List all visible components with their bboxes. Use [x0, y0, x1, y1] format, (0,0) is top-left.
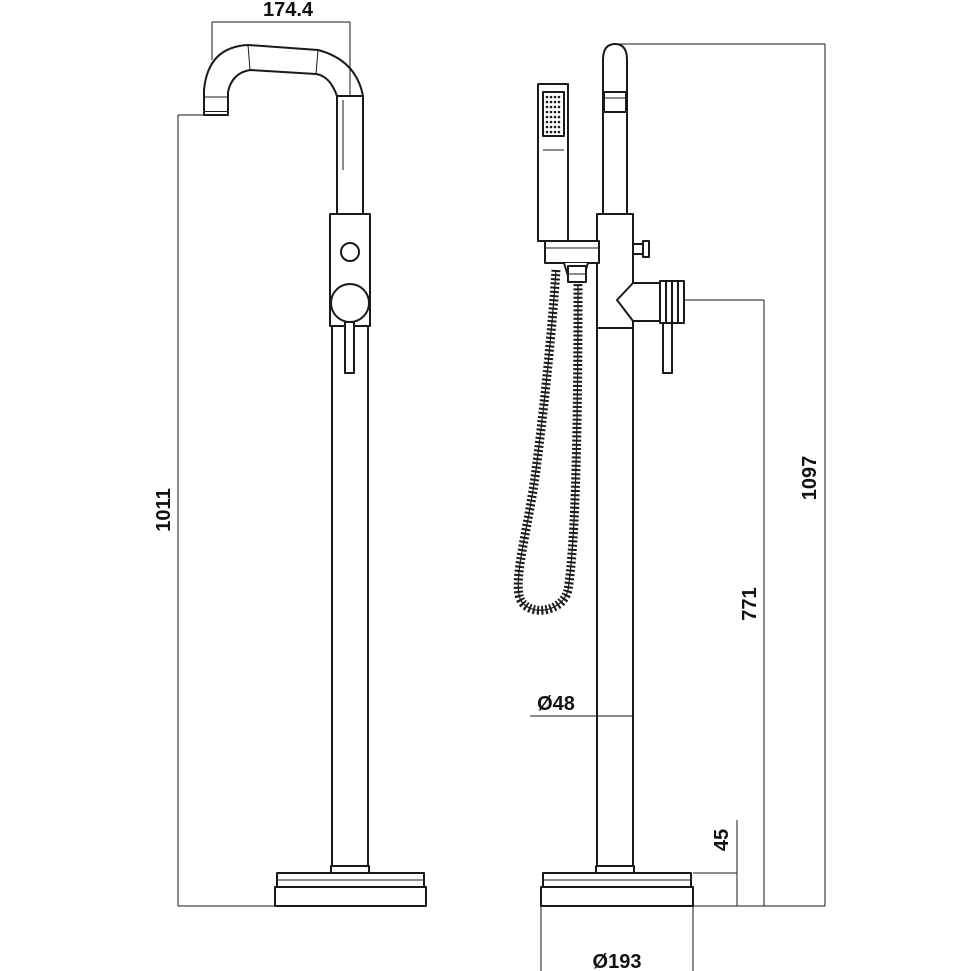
dim-label-spout-height: 1011 [153, 488, 175, 531]
dim-base-height: 45 [693, 820, 738, 906]
dim-label-spout-reach: 174.4 [263, 0, 314, 21]
side-shower-holder [544, 240, 600, 264]
dim-label-base-diameter: Ø193 [593, 951, 642, 971]
side-base-collar [595, 865, 635, 874]
side-main-pipe [596, 327, 634, 867]
side-lever-handle [662, 322, 673, 374]
dim-pipe-diameter: Ø48 [530, 693, 633, 717]
dim-base-diameter: Ø193 [540, 906, 694, 971]
front-base-lower [274, 886, 427, 907]
dim-spout-reach: 174.4 [211, 0, 351, 96]
front-diverter-button [340, 242, 360, 262]
front-lever-handle [344, 321, 355, 374]
side-view [513, 43, 694, 907]
dim-spout-height: 1011 [153, 114, 275, 907]
shower-nozzle-grid [545, 95, 561, 134]
dim-overall-height: 1097 [615, 43, 826, 907]
dim-label-base-height: 45 [711, 829, 733, 851]
dim-label-pipe-diameter: Ø48 [537, 693, 575, 715]
front-view [203, 44, 427, 907]
side-diverter-button [632, 243, 644, 255]
front-base-collar [330, 865, 370, 874]
dim-outlet-height: 771 [684, 299, 765, 906]
dim-label-overall-height: 1097 [799, 456, 821, 501]
side-shower-hose [513, 269, 583, 615]
front-main-pipe [331, 324, 369, 867]
front-spout-riser [336, 95, 364, 215]
dim-label-outlet-height: 771 [739, 587, 761, 620]
side-base-lower [540, 886, 694, 907]
front-spout-arm [203, 44, 364, 113]
side-spout-riser [602, 43, 628, 215]
front-lever-knob [330, 283, 370, 323]
